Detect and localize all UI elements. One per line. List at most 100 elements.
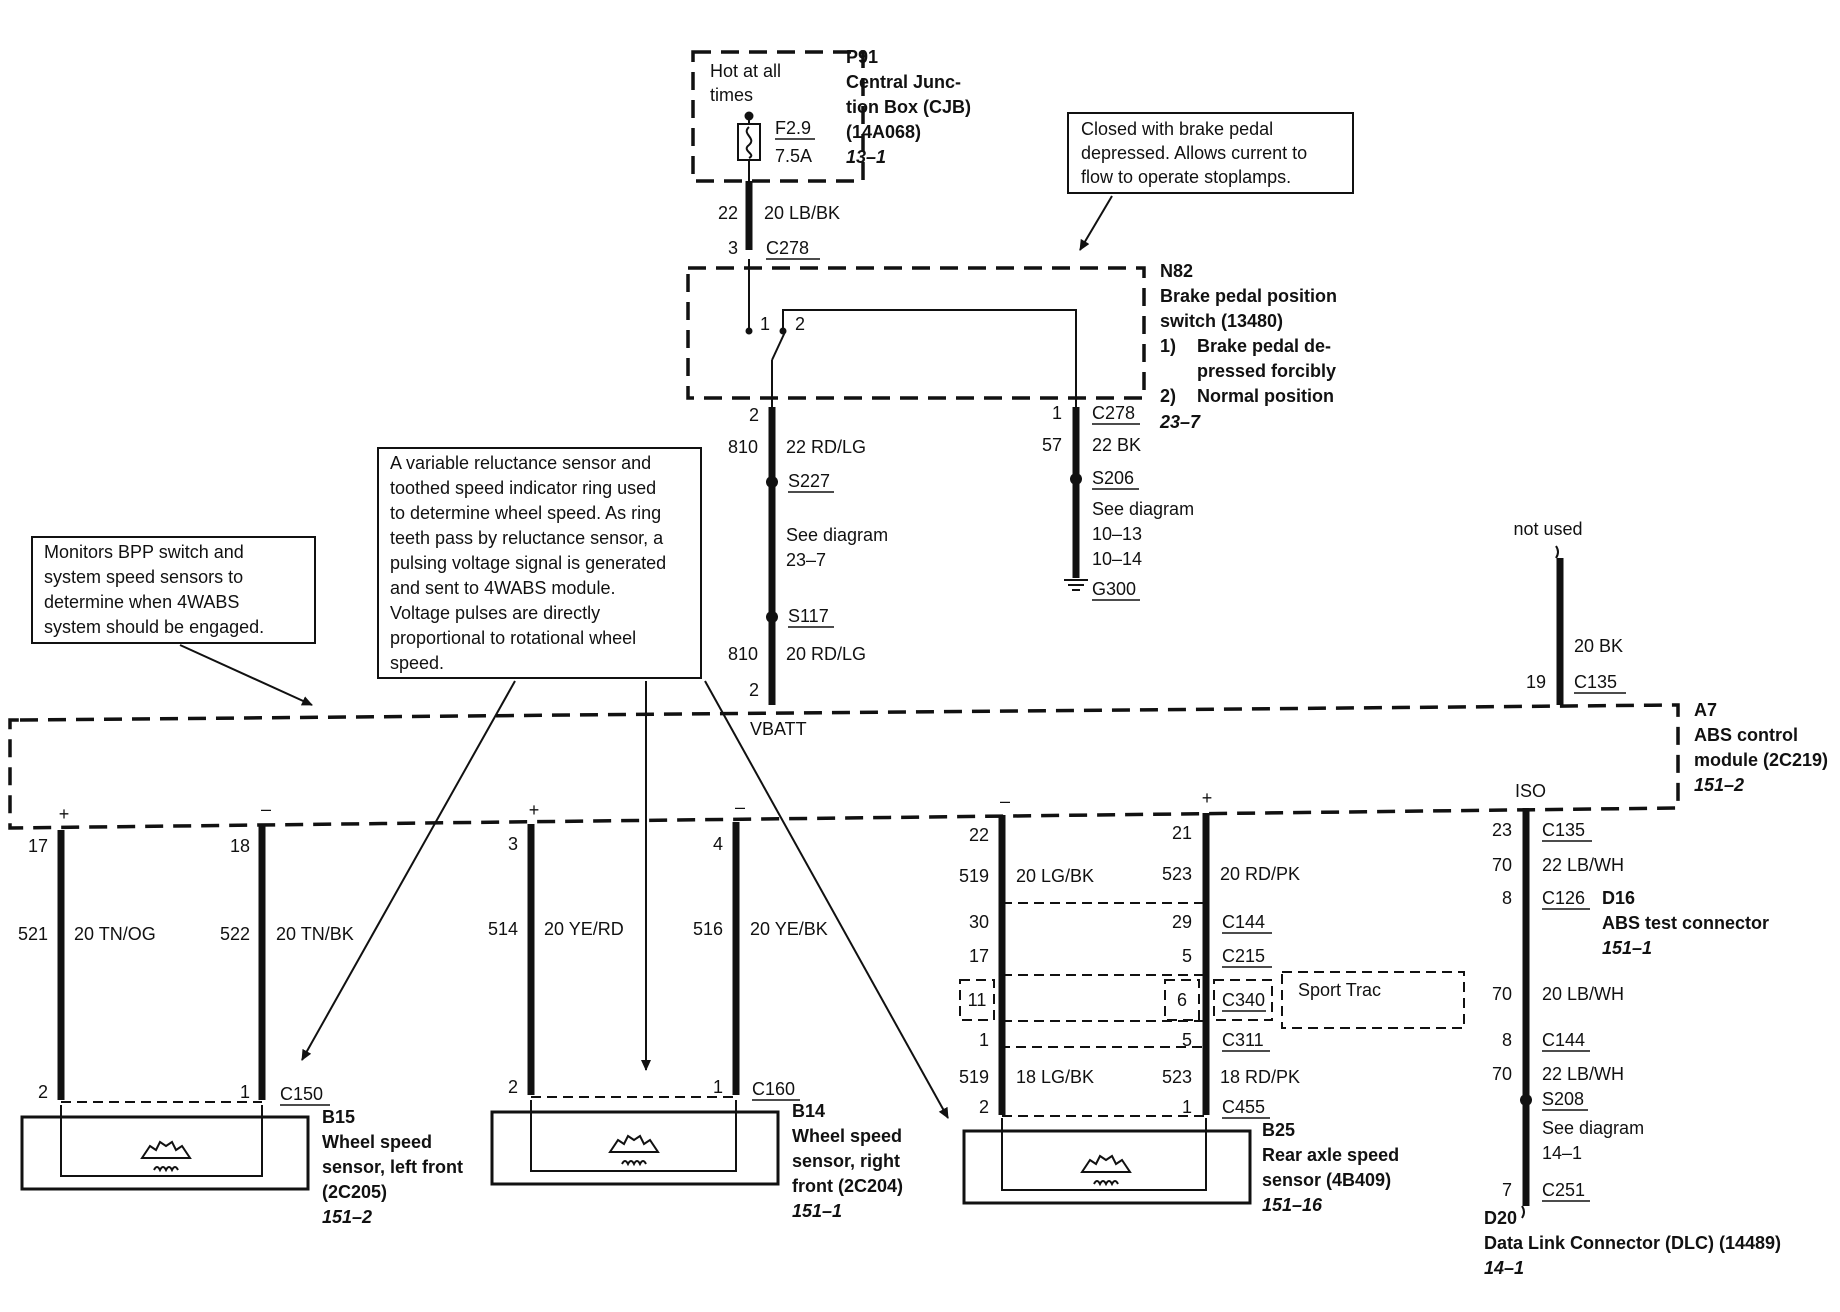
feed-rd-lg: 2 810 22 RD/LG S227 See diagram 23–7 S11…	[728, 405, 888, 739]
abs-control-module: A7 ABS control module (2C219) 151–2 ISO	[8, 700, 1828, 830]
vrs-note-line-2: toothed speed indicator ring used	[390, 478, 656, 498]
lf-conn: C150	[280, 1084, 323, 1104]
sport-trac-note	[1281, 971, 1465, 1029]
feed-cav-1: 810	[728, 437, 758, 457]
vrs-note-line-6: and sent to 4WABS module.	[390, 578, 615, 598]
bpp-ref: 23–7	[1159, 412, 1201, 432]
iso-conn-2: C126	[1542, 888, 1585, 908]
not-used-conn: C135	[1574, 672, 1617, 692]
vrs-arrow-rear-axle	[704, 680, 949, 1119]
ra-pin-plus: 21	[1172, 823, 1192, 843]
bpp-note-arrow	[1079, 195, 1113, 251]
c340-right-pin: 6	[1177, 990, 1187, 1010]
ra-ref: 151–16	[1262, 1195, 1323, 1215]
lf-name-3: (2C205)	[322, 1182, 387, 1202]
ra-cav2-minus: 519	[959, 1067, 989, 1087]
lf-pin-plus: 17	[28, 836, 48, 856]
lf-bottom-plus: 2	[38, 1082, 48, 1102]
vrs-note-line-9: speed.	[390, 653, 444, 673]
c144-left-pin: 30	[969, 912, 989, 932]
feed-pin-top: 2	[749, 405, 759, 425]
iso-see-2: 14–1	[1542, 1143, 1582, 1163]
right-front-wheel-sensor-circuit: + – 3 4 514 20 YE/RD 516 20 YE/BK 2 1 C1…	[488, 797, 903, 1221]
ra-cav2-plus: 523	[1162, 1067, 1192, 1087]
bpp-mode-1-line-1: Brake pedal de-	[1197, 336, 1331, 356]
d16-ref: 151–1	[1602, 938, 1652, 958]
iso-color-2: 20 LB/WH	[1542, 984, 1624, 1004]
ra-color-minus: 20 LG/BK	[1016, 866, 1094, 886]
reluctance-sensor-icon	[1080, 1154, 1132, 1187]
ra-color-plus: 20 RD/PK	[1220, 864, 1300, 884]
lf-pin-minus: 18	[230, 836, 250, 856]
feed-color-1: 22 RD/LG	[786, 437, 866, 457]
not-used-label: not used	[1513, 519, 1582, 539]
lf-cav-minus: 522	[220, 924, 250, 944]
vrs-note-line-8: proportional to rotational wheel	[390, 628, 636, 648]
iso-pin-4: 7	[1502, 1180, 1512, 1200]
c144-conn: C144	[1222, 912, 1265, 932]
rf-conn: C160	[752, 1079, 795, 1099]
rf-bottom-plus: 2	[508, 1077, 518, 1097]
bpp-note-line-2: depressed. Allows current to	[1081, 143, 1307, 163]
feed-ground-bk: 1 C278 57 22 BK S206 See diagram 10–13 1…	[1042, 403, 1194, 601]
rf-name-3: front (2C204)	[792, 1176, 903, 1196]
rf-pin-minus: 4	[713, 834, 723, 854]
iso-conn-1: C135	[1542, 820, 1585, 840]
ra-name-1: Rear axle speed	[1262, 1145, 1399, 1165]
cjb-hot-label-1: Hot at all	[710, 61, 781, 81]
c144-right-pin: 29	[1172, 912, 1192, 932]
d20-name: Data Link Connector (DLC) (14489)	[1484, 1233, 1781, 1253]
cjb-name-1: Central Junc-	[846, 72, 961, 92]
rf-name-2: sensor, right	[792, 1151, 900, 1171]
bpp-name-1: Brake pedal position	[1160, 286, 1337, 306]
vrs-note-line-3: to determine wheel speed. As ring	[390, 503, 661, 523]
not-used-circuit: not used 20 BK 19 C135	[1513, 519, 1626, 705]
lf-id: B15	[322, 1107, 355, 1127]
ra-cav-minus: 519	[959, 866, 989, 886]
splice-s206	[1070, 473, 1082, 485]
iso-pin-3: 8	[1502, 1030, 1512, 1050]
feed-color-2: 20 RD/LG	[786, 644, 866, 664]
bpp-note-callout: Closed with brake pedal depressed. Allow…	[1067, 112, 1354, 251]
vbatt-label: VBATT	[750, 719, 807, 739]
abs-ref: 151–2	[1694, 775, 1744, 795]
c311-conn: C311	[1222, 1030, 1264, 1050]
feed-see-1: See diagram	[786, 525, 888, 545]
rf-id: B14	[792, 1101, 825, 1121]
lf-name-2: sensor, left front	[322, 1157, 463, 1177]
monitor-note-callout: Monitors BPP switch and system speed sen…	[31, 536, 316, 706]
vrs-arrow-left-front	[301, 680, 516, 1061]
ra-bottom-minus: 2	[979, 1097, 989, 1117]
bpp-mode-2-num: 2)	[1160, 386, 1176, 406]
fuse-icon	[737, 123, 761, 161]
cjb-id: P91	[846, 47, 878, 67]
feed-cav-2: 810	[728, 644, 758, 664]
feed-see-2: 23–7	[786, 550, 826, 570]
vrs-note-line-1: A variable reluctance sensor and	[390, 453, 651, 473]
ground-id: G300	[1092, 579, 1136, 599]
left-front-wheel-sensor-circuit: + – 17 18 521 20 TN/OG 522 20 TN/BK 2 1 …	[18, 799, 463, 1227]
splice-s208	[1520, 1094, 1532, 1106]
iso-data-link-circuit: 23 C135 70 22 LB/WH 8 C126 D16 ABS test …	[1484, 808, 1781, 1278]
not-used-pin: 19	[1526, 672, 1546, 692]
c215-right-pin: 5	[1182, 946, 1192, 966]
bpp-mode-2-line-1: Normal position	[1197, 386, 1334, 406]
lf-name-1: Wheel speed	[322, 1132, 432, 1152]
vrs-note-callout: A variable reluctance sensor and toothed…	[301, 447, 949, 1119]
feed-pin-bottom: 2	[749, 680, 759, 700]
c340-conn: C340	[1222, 990, 1265, 1010]
cjb-name-2: tion Box (CJB)	[846, 97, 971, 117]
lf-color-minus: 20 TN/BK	[276, 924, 354, 944]
cjb-hot-label-2: times	[710, 85, 753, 105]
ra-id: B25	[1262, 1120, 1295, 1140]
ground-pin: 1	[1052, 403, 1062, 423]
iso-see-1: See diagram	[1542, 1118, 1644, 1138]
monitor-note-line-1: Monitors BPP switch and	[44, 542, 244, 562]
ra-plus: +	[1202, 788, 1213, 808]
iso-conn-4: C251	[1542, 1180, 1585, 1200]
ground-cav: 57	[1042, 435, 1062, 455]
lf-color-plus: 20 TN/OG	[74, 924, 156, 944]
wire-top-color: 20 LB/BK	[764, 203, 840, 223]
ground-color: 22 BK	[1092, 435, 1141, 455]
sport-trac-label: Sport Trac	[1298, 980, 1381, 1000]
